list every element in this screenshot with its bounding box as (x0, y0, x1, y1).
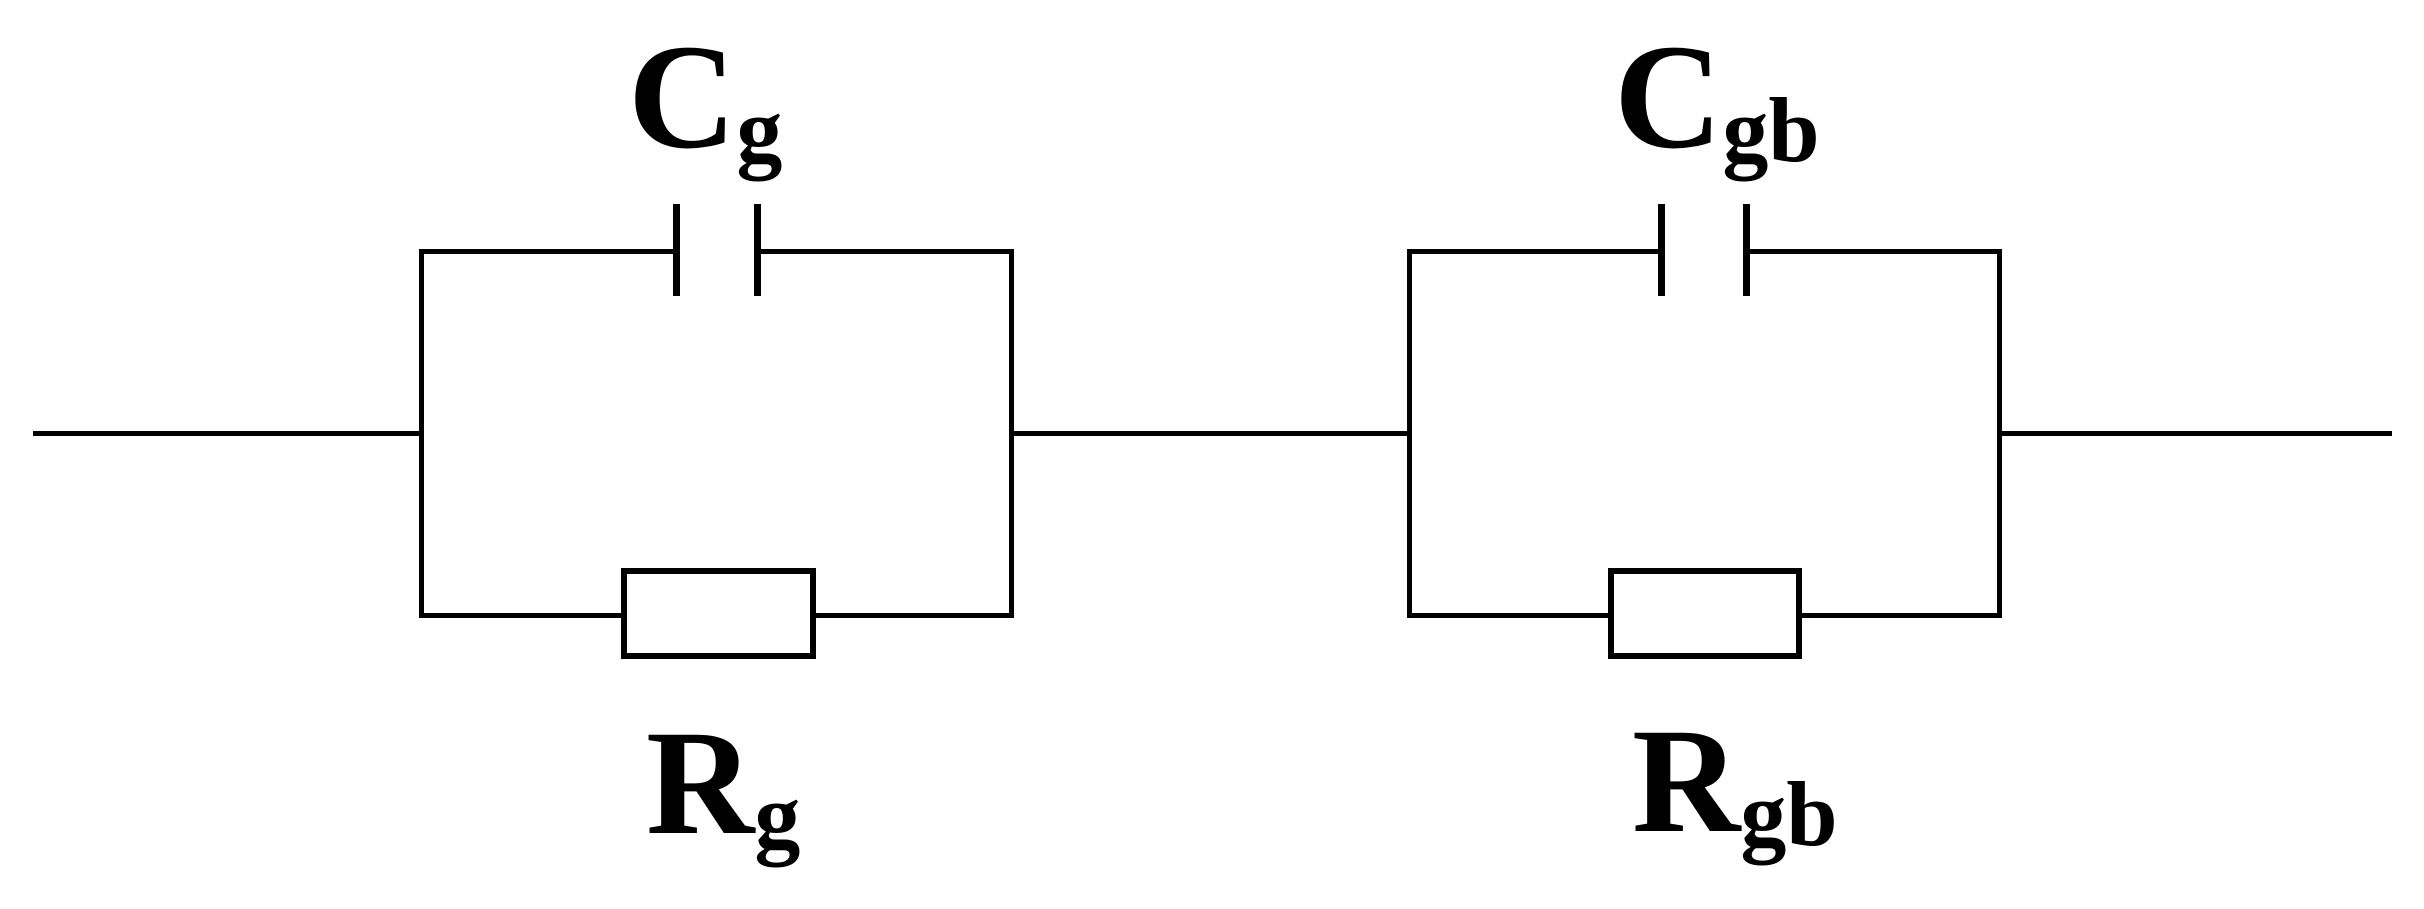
label-resistor-rg-subscript: g (754, 765, 801, 867)
rc2-loop-left-edge (1407, 249, 1412, 618)
label-capacitor-cgb-subscript: gb (1722, 79, 1820, 181)
rc1-top-wire-right-segment (758, 249, 1014, 254)
rc2-capacitor-plate-right (1743, 204, 1750, 296)
rc2-capacitor-plate-left (1658, 204, 1665, 296)
label-capacitor-cg-symbol: C (628, 14, 737, 180)
label-capacitor-cg-subscript: g (736, 79, 783, 181)
rc2-bottom-wire-left-segment (1407, 613, 1608, 618)
label-capacitor-cgb-symbol: C (1614, 14, 1723, 180)
label-resistor-rgb-subscript: gb (1740, 763, 1838, 865)
rc1-resistor-box (621, 568, 816, 659)
rc1-bottom-wire-left-segment (419, 613, 621, 618)
wire-right-lead (2000, 431, 2392, 436)
rc1-loop-left-edge (419, 249, 424, 618)
wire-series-connector (1013, 431, 1410, 436)
rc1-loop-right-edge (1009, 249, 1014, 618)
rc2-bottom-wire-right-segment (1801, 613, 2002, 618)
rc2-top-wire-right-segment (1747, 249, 2002, 254)
rc2-loop-right-edge (1997, 249, 2002, 618)
label-resistor-rg-symbol: R (646, 700, 755, 866)
rc2-resistor-box (1608, 568, 1802, 659)
label-capacitor-cgb: Cgb (1614, 22, 1820, 176)
label-resistor-rg: Rg (646, 708, 800, 862)
rc1-capacitor-plate-left (673, 204, 680, 296)
label-capacitor-cg: Cg (628, 22, 782, 176)
rc1-bottom-wire-right-segment (816, 613, 1014, 618)
wire-left-lead (33, 431, 421, 436)
label-resistor-rgb: Rgb (1632, 706, 1838, 860)
rc2-top-wire-left-segment (1407, 249, 1661, 254)
label-resistor-rgb-symbol: R (1632, 698, 1741, 864)
rc1-top-wire-left-segment (419, 249, 676, 254)
rc1-capacitor-plate-right (754, 204, 761, 296)
